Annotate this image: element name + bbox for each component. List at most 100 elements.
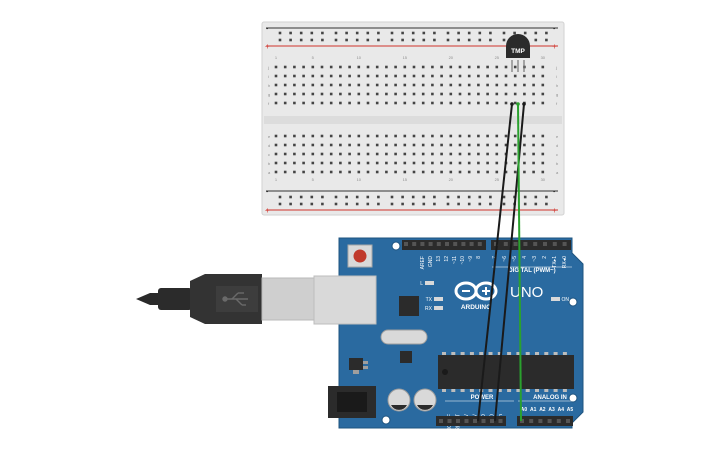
chip-pin	[442, 389, 446, 392]
row-letter: e	[268, 134, 271, 139]
header-socket[interactable]	[562, 242, 567, 246]
terminal-hole	[440, 74, 443, 78]
terminal-hole	[486, 143, 489, 147]
terminal-hole	[366, 143, 370, 147]
terminal-hole	[421, 143, 425, 147]
rail-hole	[321, 202, 324, 206]
terminal-hole	[513, 92, 517, 96]
header-socket[interactable]	[503, 242, 508, 246]
row-letter: b	[268, 161, 271, 166]
terminal-hole	[513, 65, 517, 69]
header-socket[interactable]	[447, 419, 452, 423]
digital-pin-label: ~6	[502, 256, 508, 262]
terminal-hole	[274, 161, 278, 165]
terminal-hole	[329, 134, 333, 138]
chip-pin	[535, 389, 539, 392]
header-socket[interactable]	[556, 419, 561, 423]
terminal-hole	[329, 152, 333, 156]
terminal-hole	[477, 161, 480, 165]
header-socket[interactable]	[439, 419, 443, 423]
terminal-holes	[274, 65, 545, 174]
header-socket[interactable]	[529, 419, 534, 423]
terminal-hole	[449, 101, 453, 105]
rail-hole	[433, 195, 436, 199]
terminal-hole	[302, 65, 305, 69]
chip-pin	[460, 389, 465, 392]
header-socket[interactable]	[533, 242, 538, 246]
header-socket[interactable]	[513, 242, 518, 246]
header-socket[interactable]	[477, 242, 482, 246]
header-socket[interactable]	[543, 242, 547, 246]
terminal-hole	[348, 101, 351, 105]
terminal-hole	[339, 134, 342, 138]
header-socket[interactable]	[445, 242, 449, 246]
digital-pin-label: ~5	[512, 256, 518, 262]
terminal-hole	[495, 83, 499, 87]
header-socket[interactable]	[428, 242, 433, 246]
wire-ground-1[interactable]	[477, 103, 513, 422]
header-socket[interactable]	[464, 419, 469, 423]
header-socket[interactable]	[481, 419, 486, 423]
terminal-hole	[421, 152, 425, 156]
tmp-sensor[interactable]: TMP	[506, 34, 530, 72]
terminal-hole	[302, 152, 305, 156]
terminal-hole	[403, 152, 407, 156]
header-socket[interactable]	[523, 242, 528, 246]
terminal-hole	[477, 143, 480, 147]
rail-hole	[355, 31, 359, 35]
rail-hole	[310, 38, 314, 42]
terminal-hole	[339, 74, 342, 78]
terminal-hole	[486, 134, 489, 138]
terminal-hole	[541, 74, 545, 78]
terminal-hole	[366, 134, 370, 138]
rail-hole	[355, 202, 359, 206]
terminal-hole	[440, 134, 443, 138]
terminal-hole	[339, 152, 342, 156]
rail-hole	[278, 195, 282, 199]
terminal-hole	[293, 152, 296, 156]
header-socket[interactable]	[520, 419, 524, 423]
header-socket[interactable]	[420, 242, 425, 246]
terminal-hole	[375, 161, 379, 165]
terminal-hole	[320, 170, 324, 174]
header-socket[interactable]	[453, 242, 458, 246]
header-socket[interactable]	[456, 419, 460, 423]
led-l	[425, 281, 434, 285]
rail-hole	[334, 202, 338, 206]
terminal-hole	[348, 92, 351, 96]
terminal-hole	[348, 65, 351, 69]
terminal-hole	[357, 92, 361, 96]
terminal-hole	[523, 83, 526, 87]
reset-button[interactable]	[353, 249, 367, 263]
header-socket[interactable]	[412, 242, 417, 246]
header-socket[interactable]	[547, 419, 552, 423]
header-socket[interactable]	[404, 242, 408, 246]
terminal-hole	[523, 152, 526, 156]
rail-hole	[502, 31, 506, 35]
terminal-hole	[348, 170, 351, 174]
rail-hole	[345, 38, 348, 42]
header-socket[interactable]	[469, 242, 474, 246]
header-socket[interactable]	[436, 242, 441, 246]
wire-signal-a0[interactable]	[517, 103, 522, 422]
terminal-hole	[412, 143, 416, 147]
terminal-hole	[467, 92, 471, 96]
terminal-hole	[357, 161, 361, 165]
header-socket[interactable]	[566, 419, 570, 423]
header-socket[interactable]	[473, 419, 477, 423]
rail-hole	[545, 195, 548, 199]
header-socket[interactable]	[490, 419, 494, 423]
terminal-hole	[283, 65, 287, 69]
chip-pin	[553, 389, 558, 392]
header-socket[interactable]	[538, 419, 543, 423]
rail-hole	[534, 38, 538, 42]
terminal-hole	[385, 152, 388, 156]
header-socket[interactable]	[552, 242, 557, 246]
terminal-hole	[495, 65, 499, 69]
header-socket[interactable]	[498, 419, 503, 423]
terminal-hole	[412, 152, 416, 156]
header-socket[interactable]	[461, 242, 466, 246]
